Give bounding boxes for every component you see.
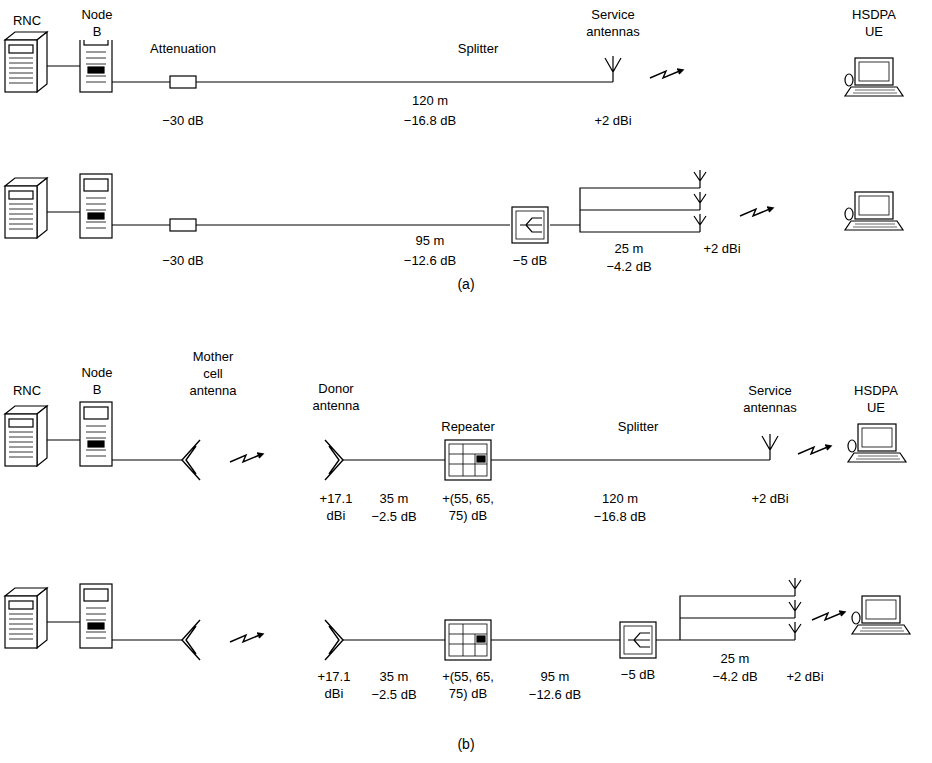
diagram-label: +2 dBi bbox=[749, 490, 790, 507]
diagram-label: Splitter bbox=[456, 40, 500, 57]
diagram-label: 95 m bbox=[539, 668, 572, 685]
diagram-label: −30 dB bbox=[160, 112, 206, 129]
diagram-label: −12.6 dB bbox=[527, 686, 583, 703]
diagram-label: 25 m bbox=[719, 650, 752, 667]
diagram-label: +2 dBi bbox=[592, 112, 633, 129]
diagram-label: RNC bbox=[11, 382, 43, 399]
diagram-label: Node B bbox=[75, 364, 119, 398]
diagram-label: Node B bbox=[75, 6, 119, 40]
diagram-label: −5 dB bbox=[619, 666, 657, 683]
diagram-label: 95 m bbox=[414, 232, 447, 249]
diagram-label: −5 dB bbox=[511, 252, 549, 269]
diagram-label: −2.5 dB bbox=[369, 686, 418, 703]
diagram-label: Service antennas bbox=[728, 382, 812, 416]
diagram-label: −4.2 dB bbox=[710, 668, 759, 685]
diagram-label: −30 dB bbox=[160, 252, 206, 269]
diagram-label: −16.8 dB bbox=[402, 112, 458, 129]
diagram-label: 25 m bbox=[613, 240, 646, 257]
diagram-label: 120 m bbox=[600, 490, 640, 507]
diagram-label: +(55, 65, 75) dB bbox=[430, 490, 506, 524]
diagram-label: Repeater bbox=[439, 418, 496, 435]
diagram-label: HSDPA UE bbox=[842, 6, 906, 40]
diagram-label: −2.5 dB bbox=[369, 508, 418, 525]
diagram-label: +2 dBi bbox=[701, 240, 742, 257]
panel-label: (b) bbox=[455, 736, 476, 753]
diagram-label: −4.2 dB bbox=[604, 258, 653, 275]
diagram-label: Donor antenna bbox=[303, 380, 369, 414]
diagram-label: HSDPA UE bbox=[844, 382, 908, 416]
diagram-label: −16.8 dB bbox=[592, 508, 648, 525]
diagram-label: +17.1 dBi bbox=[311, 490, 361, 524]
diagram-label: Mother cell antenna bbox=[180, 348, 246, 399]
diagram-label: +17.1 dBi bbox=[309, 668, 359, 702]
diagram-label: 120 m bbox=[410, 92, 450, 109]
diagram-label: +2 dBi bbox=[784, 668, 825, 685]
diagram-label: 35 m bbox=[378, 490, 411, 507]
diagram-label: −12.6 dB bbox=[402, 252, 458, 269]
diagram-label: Attenuation bbox=[148, 40, 218, 57]
diagram-label: 35 m bbox=[378, 668, 411, 685]
panel-label: (a) bbox=[455, 276, 476, 293]
diagram-label: +(55, 65, 75) dB bbox=[430, 668, 506, 702]
diagram-label: RNC bbox=[11, 12, 43, 29]
diagram-label: Service antennas bbox=[571, 6, 655, 40]
diagram-label: Splitter bbox=[616, 418, 660, 435]
